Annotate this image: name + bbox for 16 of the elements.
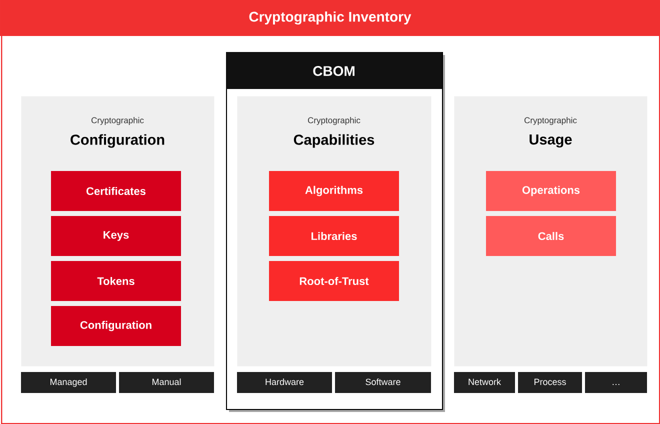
tag-box: Software <box>335 372 431 393</box>
item-box: Configuration <box>51 306 181 346</box>
tag-box: Hardware <box>237 372 332 393</box>
item-box: Keys <box>51 216 181 256</box>
tag-box: Network <box>454 372 515 393</box>
item-box: Operations <box>486 171 616 211</box>
tag-box: Manual <box>119 372 214 393</box>
item-box: Tokens <box>51 261 181 301</box>
item-box: Certificates <box>51 171 181 211</box>
tag-box: Managed <box>21 372 116 393</box>
tag-box: … <box>585 372 647 393</box>
item-box: Root-of-Trust <box>269 261 399 301</box>
item-box: Calls <box>486 216 616 256</box>
item-box: Algorithms <box>269 171 399 211</box>
item-box: Libraries <box>269 216 399 256</box>
tag-box: Process <box>518 372 582 393</box>
